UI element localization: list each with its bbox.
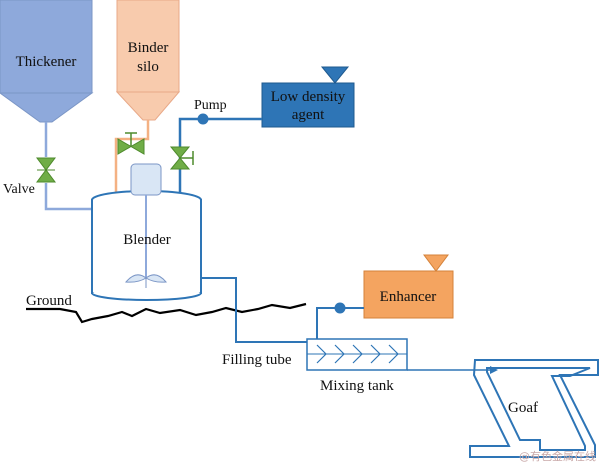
ground-label: Ground — [26, 293, 72, 309]
valve-label: Valve — [3, 182, 35, 197]
binder-silo: Binder silo — [115, 0, 181, 121]
pump-label: Pump — [194, 98, 227, 113]
filling-tube-label: Filling tube — [222, 352, 292, 368]
mixing-tank-label: Mixing tank — [320, 378, 394, 394]
binder-pipe — [114, 120, 150, 195]
blender-motor — [130, 163, 162, 196]
binder-silo-label-2: silo — [137, 59, 159, 75]
watermark: @有色金属在线 — [519, 449, 596, 463]
agitator-icon — [124, 274, 168, 288]
thickener-to-blender-pipe — [44, 183, 92, 211]
low-density-label-2: agent — [292, 107, 325, 123]
enhancer: Enhancer — [363, 254, 454, 319]
filling-tube — [201, 277, 307, 343]
low-density-pipe — [178, 117, 262, 196]
thickener-label: Thickener — [16, 54, 77, 70]
valve-binder — [117, 132, 145, 155]
valve-left — [36, 157, 56, 183]
low-density-label-1: Low density — [271, 89, 346, 105]
goaf — [469, 359, 599, 458]
thickener: Thickener — [0, 0, 94, 123]
mixing-tank: Mixing tank — [306, 338, 408, 394]
binder-silo-label-1: Binder — [128, 40, 169, 56]
pump-enhancer — [334, 302, 346, 314]
enhancer-label: Enhancer — [380, 289, 437, 305]
enhancer-pipe — [316, 307, 364, 339]
ground-line — [26, 302, 307, 324]
low-density-agent: Low density agent — [261, 66, 355, 128]
blender-label: Blender — [123, 232, 170, 248]
pump-top — [197, 113, 209, 125]
valve-low-density — [169, 146, 194, 170]
screw-icon — [316, 344, 399, 364]
goaf-label: Goaf — [508, 400, 538, 416]
blender: Blender — [91, 163, 202, 301]
